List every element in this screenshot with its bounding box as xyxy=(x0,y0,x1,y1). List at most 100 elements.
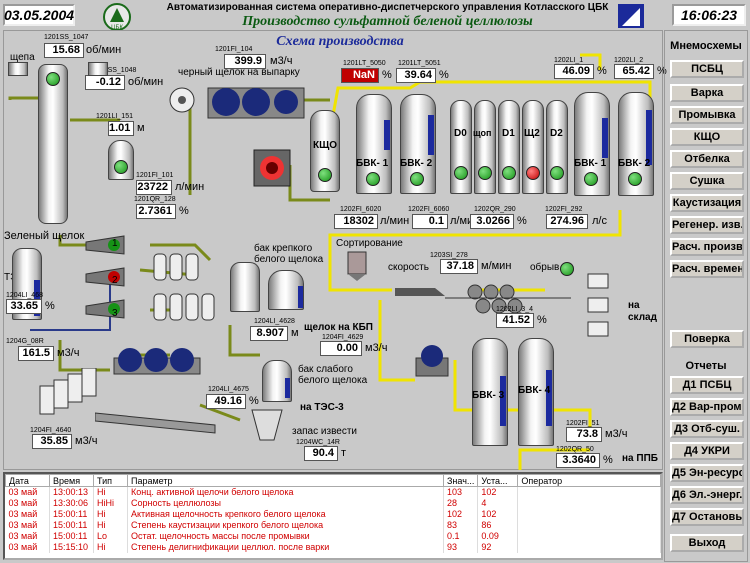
shch2-label: Щ2 xyxy=(524,128,540,139)
sensor-tag: 1202FI_6060 xyxy=(408,206,450,213)
kshcho-status-indicator xyxy=(318,168,332,182)
sensor-tag: 1204FI_4640 xyxy=(30,427,72,434)
sensor-value: 8.907 xyxy=(250,326,288,341)
cell-parameter: Конц. активной щелочи белого щелока xyxy=(127,486,444,498)
digester-column xyxy=(38,64,68,224)
nav-calc-production-button[interactable]: Расч. произв. xyxy=(670,238,744,256)
col-operator[interactable]: Оператор xyxy=(517,474,661,487)
report-d6-button[interactable]: Д6 Эл.-энерг. xyxy=(670,486,744,504)
breakage-status-indicator xyxy=(560,262,574,276)
bvk1-label: БВК- 1 xyxy=(356,158,389,169)
col-value[interactable]: Знач... xyxy=(442,474,479,487)
alarm-table[interactable]: Дата Время Тип Параметр Знач... Уста... … xyxy=(3,472,663,560)
nav-calc-time-button[interactable]: Расч. времени xyxy=(670,260,744,278)
cell-setpoint: 4 xyxy=(477,497,519,509)
lime-stock-label: запас извести xyxy=(292,426,357,437)
nav-promyvka-button[interactable]: Промывка xyxy=(670,106,744,124)
cell-operator xyxy=(517,541,661,553)
nav-sushka-button[interactable]: Сушка xyxy=(670,172,744,190)
lime-storage-bin xyxy=(250,408,284,442)
slakers xyxy=(84,232,164,322)
plant-title: Производство сульфатной беленой целлюлоз… xyxy=(242,14,533,29)
to-ppb-label: на ППБ xyxy=(622,453,658,464)
sensor-unit: м3/ч xyxy=(365,342,388,354)
sensor-tag: 1202FI_6020 xyxy=(340,206,382,213)
sensor-value: 23722 xyxy=(136,180,172,195)
lime-silo-group xyxy=(36,367,106,423)
lime-kiln xyxy=(94,405,220,435)
sensor-value: 161.5 xyxy=(18,346,54,361)
sensor-value: 399.9 xyxy=(224,54,266,69)
to-tes3-label: на ТЭС-3 xyxy=(300,402,344,413)
nav-regener-button[interactable]: Регенер. изв. xyxy=(670,216,744,234)
digester-status-indicator xyxy=(46,72,60,86)
cell-parameter: Сорность целлюлозы xyxy=(127,497,444,509)
mnemo-title: Мнемосхемы xyxy=(670,40,742,52)
sensor-tag: 1202QR_50 xyxy=(556,446,594,453)
cell-parameter: Степень делигнификации целлюл. после вар… xyxy=(127,541,444,553)
sensor-value: 73.8 xyxy=(566,427,602,442)
bvk2-status-indicator xyxy=(410,172,424,186)
alarm-table-header: Дата Время Тип Параметр Знач... Уста... … xyxy=(5,474,661,487)
chips-label: щепа xyxy=(10,52,35,63)
cell-date: 03 май xyxy=(5,541,50,553)
knotter xyxy=(252,148,292,188)
cell-value: 93 xyxy=(443,541,479,553)
reports-title: Отчеты xyxy=(685,360,727,372)
cell-value: 28 xyxy=(443,497,479,509)
report-d4-button[interactable]: Д4 УКРИ xyxy=(670,442,744,460)
cell-parameter: Активная щелочность крепкого белого щело… xyxy=(127,508,444,520)
poverka-button[interactable]: Поверка xyxy=(670,330,744,348)
exit-button[interactable]: Выход xyxy=(670,534,744,552)
cell-setpoint: 92 xyxy=(477,541,519,553)
sensor-unit: т xyxy=(341,447,347,459)
col-time[interactable]: Время xyxy=(49,474,94,487)
sensor-unit: % xyxy=(597,65,607,77)
sensor-value: 18302 xyxy=(334,214,378,229)
col-setpoint[interactable]: Уста... xyxy=(477,474,519,487)
sensor-tag: 1201FI_101 xyxy=(136,172,174,179)
d2-label: D2 xyxy=(550,128,563,139)
nav-varka-button[interactable]: Варка xyxy=(670,84,744,102)
sensor-tag: 1204WC_14R xyxy=(296,439,340,446)
sensor-value-alarm: NaN xyxy=(341,68,379,83)
cell-type: Hi xyxy=(93,519,128,531)
nav-kshcho-button[interactable]: КЩО xyxy=(670,128,744,146)
sensor-value: 274.96 xyxy=(546,214,588,229)
clarifier xyxy=(230,262,260,312)
sensor-value: 0.00 xyxy=(320,341,362,356)
report-d5-button[interactable]: Д5 Эн-ресурс. xyxy=(670,464,744,482)
cell-operator xyxy=(517,486,661,498)
report-d1-button[interactable]: Д1 ПСБЦ xyxy=(670,376,744,394)
hopper-right xyxy=(88,62,108,76)
sensor-unit: % xyxy=(537,314,547,326)
d1-label: D1 xyxy=(502,128,515,139)
sorting-label: Сортирование xyxy=(336,238,403,249)
nav-psbc-button[interactable]: ПСБЦ xyxy=(670,60,744,78)
cell-date: 03 май xyxy=(5,530,50,542)
d0-label: D0 xyxy=(454,128,467,139)
sensor-value: -0.12 xyxy=(85,75,125,90)
sensor-unit: % xyxy=(439,69,449,81)
report-d7-button[interactable]: Д7 Остановы xyxy=(670,508,744,526)
bvk2-right-level-bar xyxy=(646,110,652,165)
cell-time: 13:00:13 xyxy=(49,486,94,498)
report-d3-button[interactable]: Д3 Отб-суш. xyxy=(670,420,744,438)
bvk1-right-label: БВК- 1 xyxy=(574,158,607,169)
report-d2-button[interactable]: Д2 Вар-пром. xyxy=(670,398,744,416)
sensor-unit: % xyxy=(45,300,55,312)
col-type[interactable]: Тип xyxy=(93,474,128,487)
nav-otbelka-button[interactable]: Отбелка xyxy=(670,150,744,168)
cell-type: Lo xyxy=(93,530,128,542)
col-date[interactable]: Дата xyxy=(5,474,50,487)
sensor-tag: 1202QR_290 xyxy=(474,206,516,213)
nav-kaustizaciya-button[interactable]: Каустизация xyxy=(670,194,744,212)
col-parameter[interactable]: Параметр xyxy=(127,474,444,487)
sensor-unit: м/мин xyxy=(481,260,512,272)
